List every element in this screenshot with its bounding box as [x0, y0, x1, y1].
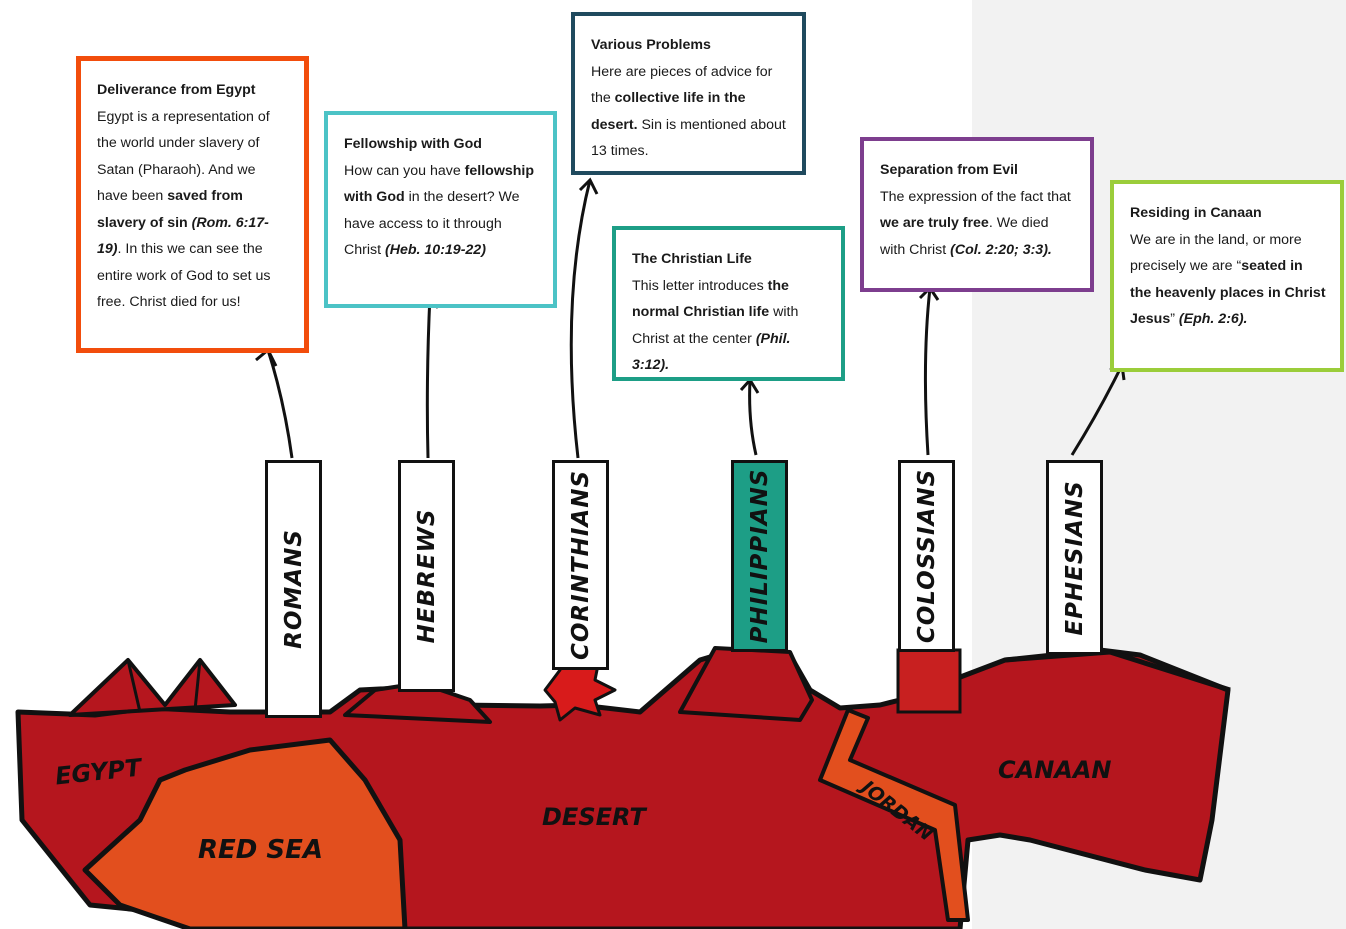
region-label-desert: DESERT [542, 803, 646, 831]
card-text-romans-2: . In this we can see the entire work of … [97, 241, 271, 310]
card-bold-romans: saved from slavery of sin [97, 188, 243, 231]
card-bold-corinthians: collective life in the desert. [591, 90, 746, 133]
card-text-ephesians: We are in the land, or more precisely we… [1130, 231, 1302, 275]
card-ref-romans: (Rom. 6:17-19) [97, 214, 269, 258]
arrow-romans [266, 349, 294, 459]
pillar-philippians: PHILIPPIANS [731, 460, 788, 652]
jordan-river [818, 708, 970, 922]
card-hebrews: Fellowship with God How can you have fel… [324, 111, 557, 308]
card-title-romans: Deliverance from Egypt [97, 82, 256, 98]
card-text-colossians: The expression of the fact that [880, 188, 1071, 205]
pillar-corinthians: CORINTHIANS [552, 460, 609, 670]
card-title-corinthians: Various Problems [591, 37, 711, 53]
card-text-corinthians-2: Sin is mentioned about 13 times. [591, 116, 786, 160]
region-label-red-sea: RED SEA [198, 835, 324, 865]
pillar-colossians: COLOSSIANS [898, 460, 955, 652]
pillar-romans: ROMANS [265, 460, 322, 718]
arrow-philippians [748, 379, 758, 456]
pillar-label-philippians: PHILIPPIANS [746, 468, 773, 644]
pillar-label-romans: ROMANS [280, 529, 307, 649]
card-text-corinthians: Here are pieces of advice for the [591, 63, 773, 107]
red-sea-water [82, 737, 408, 929]
card-ref-philippians: (Phil. 3:12). [632, 330, 791, 374]
card-text-colossians-2: . We died with Christ [880, 215, 1049, 258]
card-ref-colossians: (Col. 2:20; 3:3). [950, 241, 1052, 258]
card-text-philippians: This letter introduces [632, 277, 768, 294]
card-romans: Deliverance from Egypt Egypt is a repres… [76, 56, 309, 353]
pillar-label-ephesians: EPHESIANS [1061, 479, 1088, 636]
card-corinthians: Various Problems Here are pieces of advi… [571, 12, 806, 175]
card-bold-colossians: we are truly free [880, 215, 989, 231]
arrow-corinthians [569, 179, 592, 459]
card-ref-hebrews: (Heb. 10:19-22) [385, 242, 486, 258]
egypt-pyramids [68, 658, 237, 717]
arrow-hebrews [425, 294, 432, 459]
pillar-ephesians: EPHESIANS [1046, 460, 1103, 655]
colossians-bricks [896, 648, 962, 714]
card-title-ephesians: Residing in Canaan [1130, 205, 1262, 221]
card-text-hebrews: How can you have [344, 162, 465, 179]
card-title-philippians: The Christian Life [632, 251, 752, 267]
arrow-colossians [923, 287, 932, 456]
card-bold-ephesians: seated in the heavenly places in Christ … [1130, 258, 1326, 327]
pillar-label-corinthians: CORINTHIANS [567, 469, 594, 661]
card-ephesians: Residing in Canaan We are in the land, o… [1110, 180, 1344, 372]
card-ref-ephesians: (Eph. 2:6). [1178, 311, 1248, 327]
pillar-hebrews: HEBREWS [398, 460, 455, 692]
card-text-hebrews-2: in the desert? We have access to it thro… [344, 189, 520, 258]
canaan-ridge [1004, 649, 1231, 693]
pillar-label-hebrews: HEBREWS [413, 508, 440, 644]
arrow-ephesians [1070, 364, 1124, 456]
card-text-romans: Egypt is a representation of the world u… [97, 108, 270, 205]
card-colossians: Separation from Evil The expression of t… [860, 137, 1094, 292]
card-text-philippians-2: with Christ at the center [632, 304, 799, 347]
pillar-label-colossians: COLOSSIANS [913, 468, 940, 644]
philippians-mountain [678, 646, 814, 722]
card-title-hebrews: Fellowship with God [344, 136, 482, 152]
card-philippians: The Christian Life This letter introduce… [612, 226, 845, 381]
card-bold-philippians: the normal Christian life [632, 277, 789, 321]
card-bold-hebrews: fellowship with God [344, 162, 535, 206]
card-text-ephesians-2: ” [1170, 311, 1179, 327]
card-title-colossians: Separation from Evil [880, 162, 1018, 178]
region-label-canaan: CANAAN [998, 756, 1112, 784]
